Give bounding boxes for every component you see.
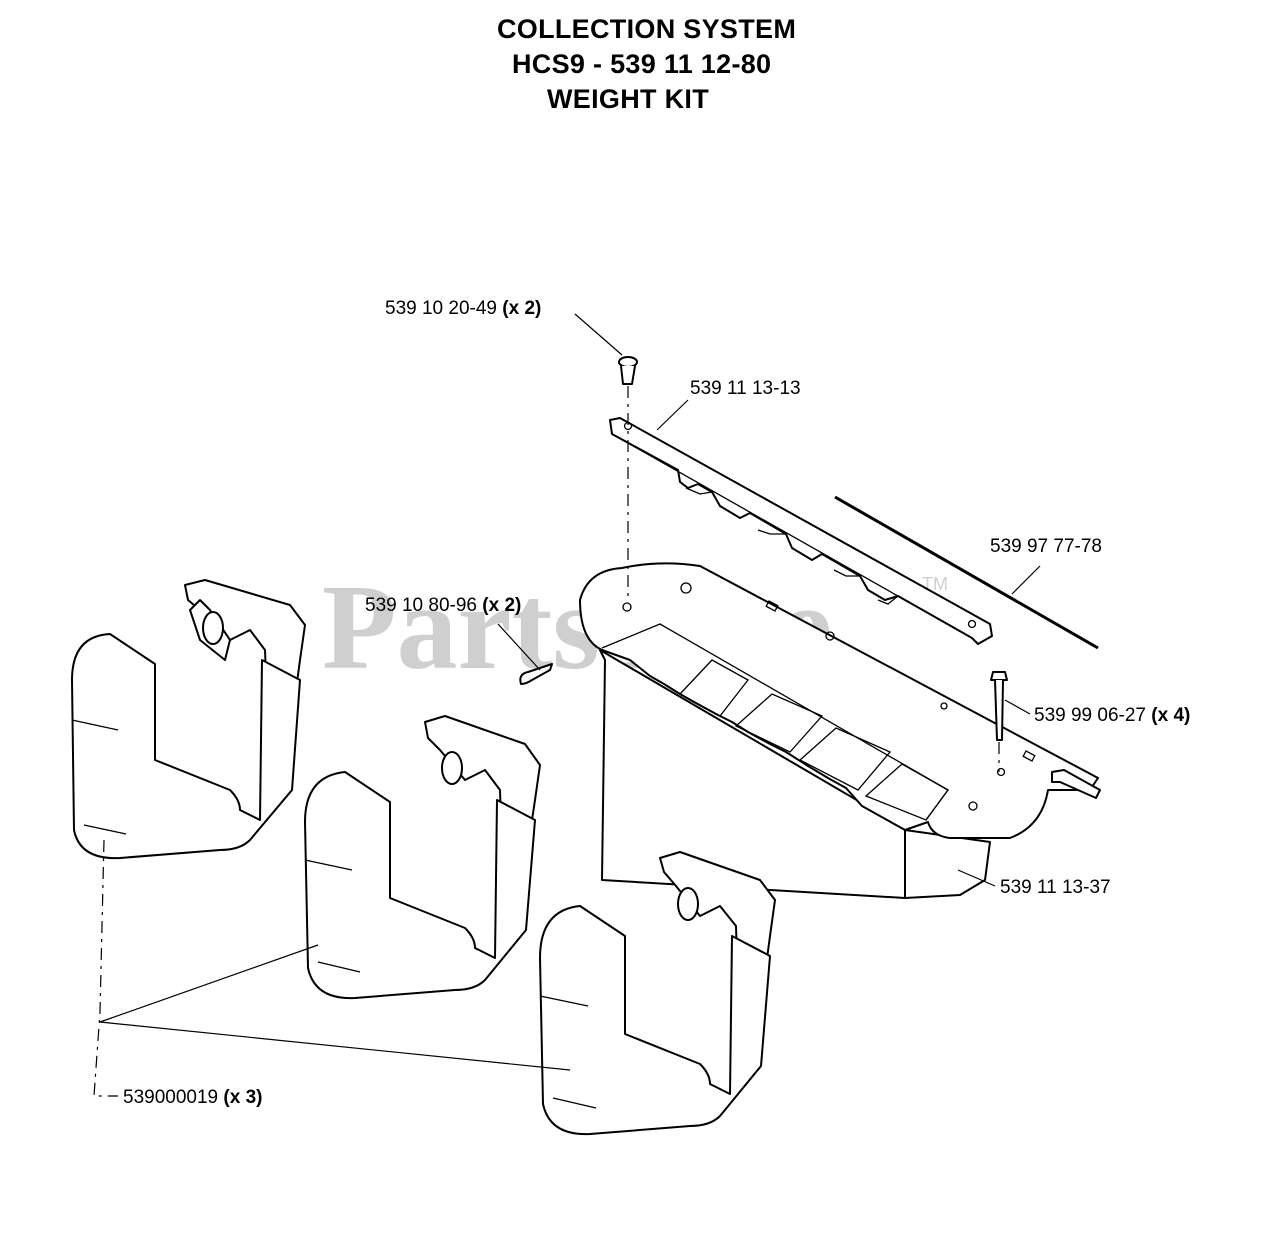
long-bar-part: [834, 495, 1099, 650]
weight-2-part: [304, 715, 541, 1000]
tray-part: [579, 562, 1101, 899]
weight-3-part: [539, 851, 776, 1136]
top-bracket-part: [609, 417, 993, 645]
label-539-97-77-78: 539 97 77-78: [990, 536, 1102, 557]
label-539-11-13-13: 539 11 13-13: [690, 378, 801, 399]
pin-part: [618, 356, 638, 600]
title-line-2: HCS9 - 539 11 12-80: [512, 49, 772, 79]
bolt-part: [990, 671, 1008, 772]
leader-lines: [93, 313, 1041, 1097]
weight-1-part: [71, 579, 306, 860]
label-539-10-20-49: 539 10 20-49 (x 2): [385, 298, 541, 319]
label-539-99-06-27: 539 99 06-27 (x 4): [1034, 705, 1190, 726]
label-539-10-80-96: 539 10 80-96 (x 2): [365, 595, 521, 616]
hairpin-clip-part: [519, 663, 553, 685]
label-539000019: 539000019 (x 3): [123, 1087, 262, 1108]
label-539-11-13-37: 539 11 13-37: [1000, 877, 1111, 898]
title-line-1: COLLECTION SYSTEM: [497, 14, 797, 44]
title-line-3: WEIGHT KIT: [547, 84, 709, 114]
